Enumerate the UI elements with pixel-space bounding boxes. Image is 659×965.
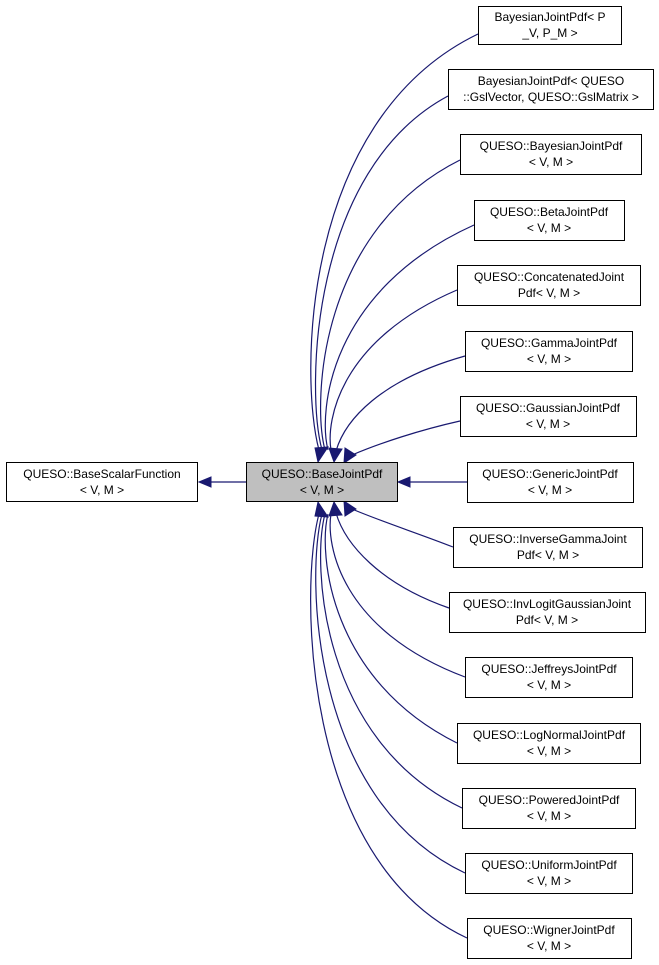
derived-class-node[interactable]: QUESO::InvLogitGaussianJoint Pdf< V, M >	[449, 592, 646, 633]
derived-class-node[interactable]: QUESO::BetaJointPdf < V, M >	[474, 200, 625, 241]
derived-class-params: Pdf< V, M >	[517, 548, 579, 562]
edge-arrowhead-focus	[328, 447, 343, 464]
focus-class-params: < V, M >	[300, 483, 344, 497]
derived-class-params: Pdf< V, M >	[518, 286, 580, 300]
edge-derived-1	[314, 95, 449, 451]
edge-derived-12	[320, 513, 463, 809]
derived-class-name: QUESO::UniformJointPdf	[481, 858, 617, 872]
derived-class-nodes: BayesianJointPdf< P _V, P_M > BayesianJo…	[448, 6, 654, 959]
edge-derived-4	[329, 289, 458, 451]
edge-derived-6	[351, 420, 461, 456]
derived-class-node[interactable]: QUESO::JeffreysJointPdf < V, M >	[465, 657, 633, 698]
derived-class-params: < V, M >	[528, 483, 572, 497]
derived-class-node[interactable]: BayesianJointPdf< QUESO ::GslVector, QUE…	[448, 69, 654, 110]
derived-class-node[interactable]: QUESO::PoweredJointPdf < V, M >	[462, 788, 636, 829]
derived-class-name: QUESO::GenericJointPdf	[482, 467, 618, 481]
derived-class-name: QUESO::BetaJointPdf	[490, 205, 609, 219]
derived-class-node[interactable]: QUESO::GaussianJointPdf < V, M >	[460, 396, 637, 437]
edge-derived-9	[335, 512, 450, 609]
edge-arrowhead-focus	[314, 446, 329, 464]
derived-class-params: < V, M >	[529, 155, 573, 169]
focus-class-node: QUESO::BaseJointPdf < V, M >	[246, 462, 398, 502]
derived-class-name: QUESO::BayesianJointPdf	[480, 139, 623, 153]
derived-class-node[interactable]: QUESO::InverseGammaJoint Pdf< V, M >	[453, 527, 643, 568]
derived-class-name: QUESO::GaussianJointPdf	[476, 401, 621, 415]
derived-class-params: < V, M >	[527, 678, 571, 692]
derived-class-params: Pdf< V, M >	[516, 613, 578, 627]
derived-class-node[interactable]: QUESO::LogNormalJointPdf < V, M >	[457, 723, 641, 764]
base-class-name: QUESO::BaseScalarFunction	[23, 467, 180, 481]
edge-derived-0	[310, 33, 479, 451]
derived-class-node[interactable]: QUESO::ConcatenatedJoint Pdf< V, M >	[457, 265, 641, 306]
base-class-node[interactable]: QUESO::BaseScalarFunction < V, M >	[6, 462, 198, 502]
derived-class-name: QUESO::LogNormalJointPdf	[473, 728, 626, 742]
inheritance-edges	[197, 33, 479, 939]
derived-class-params: < V, M >	[527, 809, 571, 823]
focus-class-name: QUESO::BaseJointPdf	[262, 467, 383, 481]
derived-class-node[interactable]: QUESO::BayesianJointPdf < V, M >	[460, 134, 642, 175]
edge-arrowhead-focus	[343, 500, 357, 517]
edge-derived-10	[329, 513, 466, 678]
derived-class-params: < V, M >	[527, 874, 571, 888]
derived-class-node[interactable]: QUESO::UniformJointPdf < V, M >	[465, 853, 633, 894]
edge-derived-14	[310, 513, 468, 939]
edge-derived-11	[324, 513, 458, 744]
edge-arrowhead-focus	[343, 447, 357, 464]
derived-class-params: < V, M >	[526, 417, 570, 431]
edge-arrowhead-focus	[328, 500, 343, 517]
derived-class-node[interactable]: QUESO::GenericJointPdf < V, M >	[467, 462, 634, 503]
derived-class-name: QUESO::ConcatenatedJoint	[474, 270, 625, 284]
edge-derived-13	[315, 513, 466, 874]
derived-class-name: QUESO::PoweredJointPdf	[479, 793, 620, 807]
derived-class-node[interactable]: BayesianJointPdf< P _V, P_M >	[478, 6, 622, 45]
derived-class-params: < V, M >	[527, 221, 571, 235]
derived-class-params: < V, M >	[527, 352, 571, 366]
derived-class-name: QUESO::JeffreysJointPdf	[481, 662, 617, 676]
edge-derived-3	[324, 224, 475, 451]
derived-class-name: QUESO::InverseGammaJoint	[469, 532, 627, 546]
derived-class-name: BayesianJointPdf< QUESO	[478, 74, 624, 88]
derived-class-params: _V, P_M >	[521, 26, 577, 40]
derived-class-name: QUESO::InvLogitGaussianJoint	[463, 597, 632, 611]
edge-arrowhead-focus	[396, 476, 411, 488]
derived-class-name: BayesianJointPdf< P	[494, 10, 605, 24]
derived-class-params: < V, M >	[527, 939, 571, 953]
derived-class-node[interactable]: QUESO::WignerJointPdf < V, M >	[467, 918, 632, 959]
edge-derived-2	[320, 159, 461, 451]
edge-derived-5	[335, 355, 466, 452]
edge-arrowhead-base	[197, 476, 212, 488]
derived-class-name: QUESO::GammaJointPdf	[481, 336, 618, 350]
derived-class-name: QUESO::WignerJointPdf	[483, 923, 615, 937]
derived-class-node[interactable]: QUESO::GammaJointPdf < V, M >	[465, 331, 633, 372]
edge-derived-8	[351, 508, 454, 548]
edge-arrowhead-focus	[314, 500, 329, 518]
derived-class-params: < V, M >	[527, 744, 571, 758]
derived-class-params: ::GslVector, QUESO::GslMatrix >	[463, 90, 639, 104]
base-class-params: < V, M >	[80, 483, 124, 497]
